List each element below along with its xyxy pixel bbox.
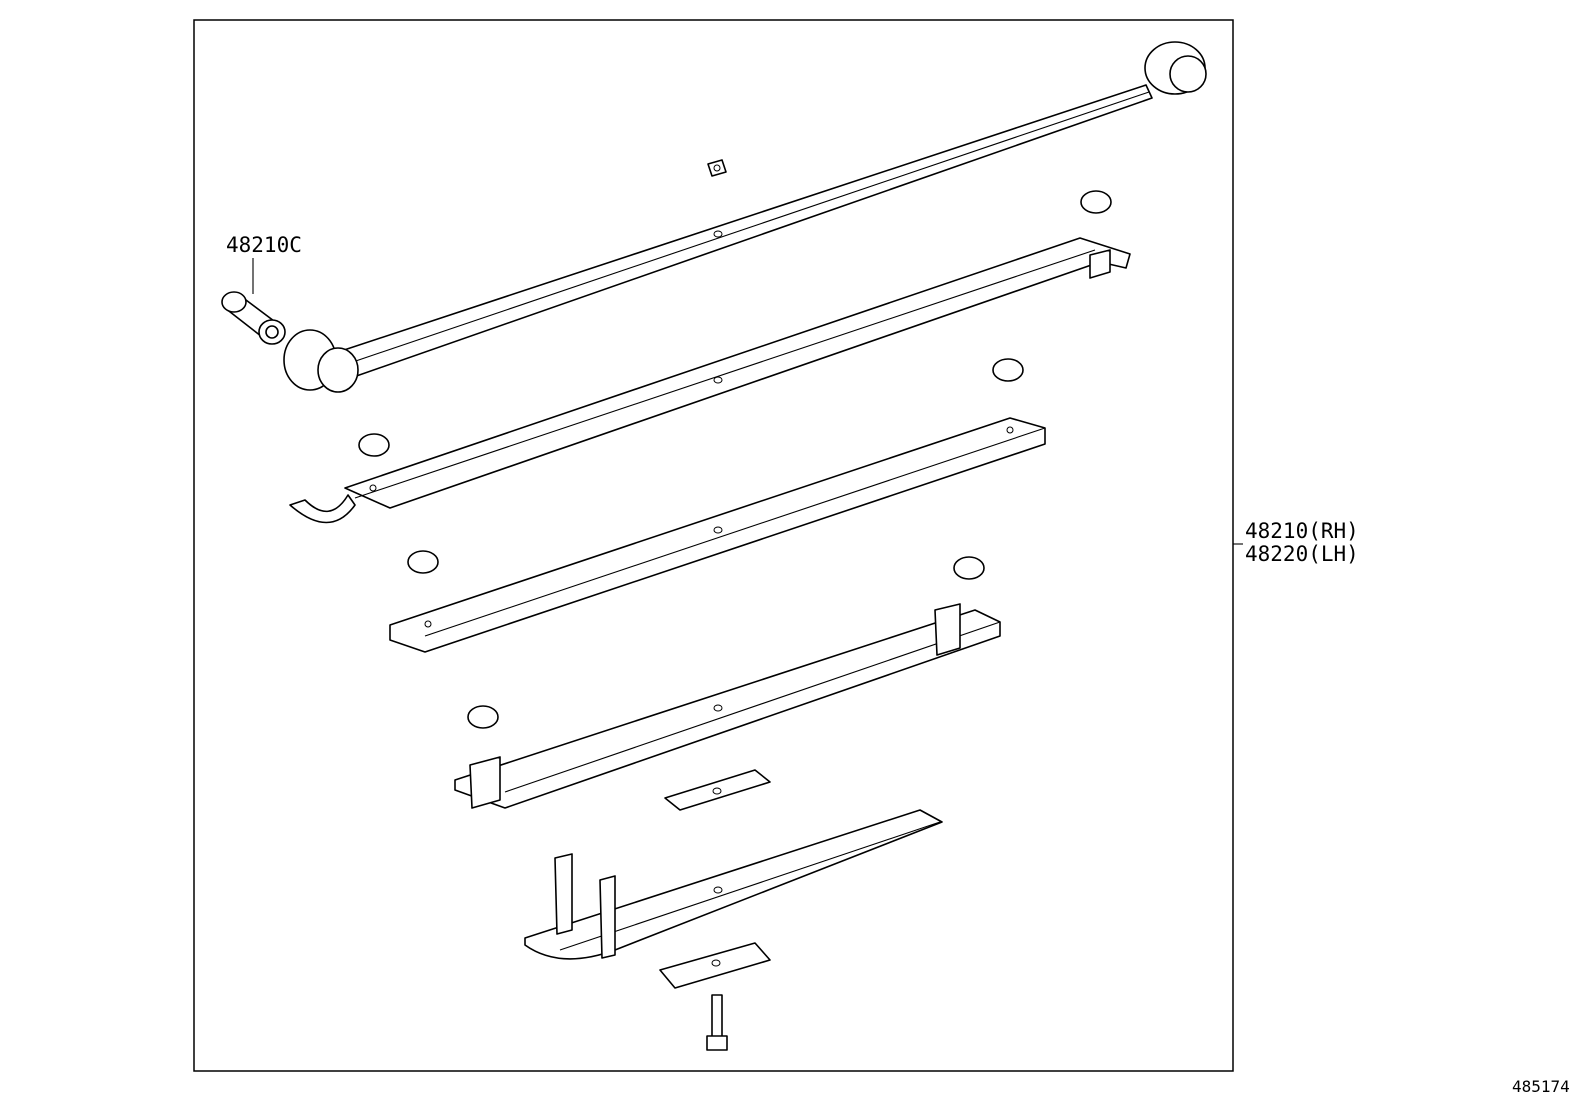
diagram-frame [193,19,1234,1072]
center-bolt [706,994,728,1051]
label-spring-rh: 48210(RH) [1245,519,1359,543]
label-spring-lh: 48220(LH) [1245,542,1359,566]
leaf-5 [524,809,943,960]
silencer-pads [358,190,1112,729]
leaf-4 [454,603,1001,809]
leaf-3 [389,417,1046,653]
center-nut [707,159,727,177]
bushing-48210c [221,291,286,345]
label-bushing: 48210C [226,233,302,257]
main-leaf [283,41,1207,393]
lower-pad [659,942,771,989]
figure-number: 485174 [1512,1077,1570,1096]
spacer-plate [664,769,771,811]
leaf-2 [289,237,1131,524]
